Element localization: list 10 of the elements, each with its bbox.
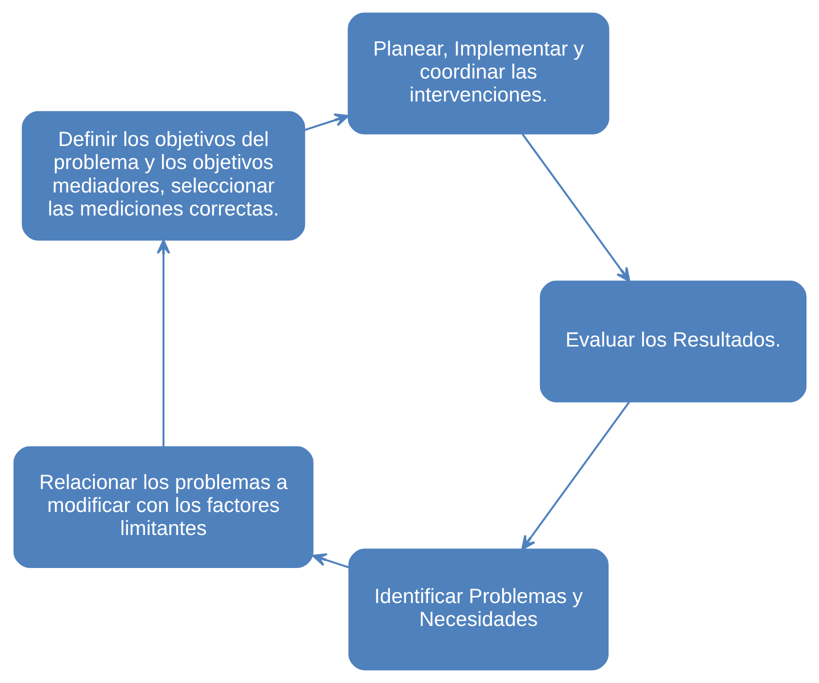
node-box: Planear, Implementar y coordinar las intervenciones. <box>347 12 609 134</box>
arrow <box>521 133 630 282</box>
arrow <box>156 239 170 447</box>
node-box: Relacionar los problemas a modificar con los factores limitantes <box>13 446 313 568</box>
arrow <box>312 553 349 568</box>
arrow <box>520 401 630 550</box>
node-box: Definir los objetivos del problema y los objetivos mediadores, seleccionar las mediciones correctas. <box>21 111 305 241</box>
node-box: Evaluar los Resultados. <box>539 280 806 402</box>
arrow <box>304 113 349 131</box>
node-box: Identificar Problemas y Necesidades <box>348 548 608 670</box>
